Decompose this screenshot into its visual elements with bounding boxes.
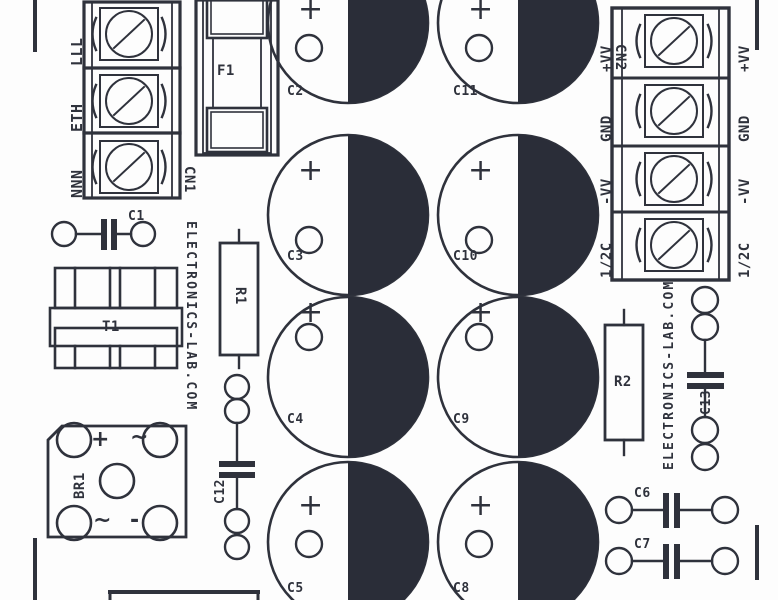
cap-c10: [436, 133, 600, 297]
resistor-r2: [603, 308, 645, 457]
watermark-right: ELECTRONICS-LAB.COM: [662, 279, 677, 470]
cn2-screw-3: [635, 152, 713, 206]
cap-c3: [266, 133, 430, 297]
cn1-ref-designator: CN1: [181, 166, 197, 193]
cap-c7: [604, 544, 740, 579]
r1-ref-designator: R1: [232, 287, 248, 305]
cap-c8: [436, 460, 600, 600]
cap-c9: [436, 295, 600, 459]
c12-ref-designator: C12: [213, 479, 228, 504]
cn2-pin-label-left-gnd: GND: [599, 115, 615, 142]
c11-ref-designator: C11: [453, 84, 478, 99]
c9-ref-designator: C9: [453, 412, 470, 427]
cap-c1: [50, 219, 157, 250]
cap-c12: [219, 373, 255, 561]
c4-polarity-plus: +: [298, 295, 324, 330]
c3-ref-designator: C3: [287, 249, 304, 264]
cn2-pin-label-right-pvv: +VV: [737, 45, 753, 72]
cap-c5: [266, 460, 430, 600]
f1-ref-designator: F1: [217, 63, 235, 79]
board-outline: [33, 0, 759, 600]
: [194, 0, 280, 157]
connector-cn1: [82, 0, 182, 200]
cn2-pin-label-right-gnd: GND: [737, 115, 753, 142]
c8-polarity-plus: +: [468, 488, 494, 523]
cap-c2: [266, 0, 430, 105]
br1-pin-minus: -: [130, 508, 140, 533]
c4-ref-designator: C4: [287, 412, 304, 427]
cn1-pin-label-lll: LLL: [68, 37, 86, 66]
cn1-screw-3: [91, 140, 167, 194]
cn1-pin-label-eth: ETH: [68, 103, 86, 132]
cap-c4: [266, 295, 430, 459]
cn1-screw-2: [91, 74, 167, 128]
c2-polarity-plus: +: [298, 0, 324, 27]
br1-pin-ac-top: ~: [130, 424, 149, 449]
bridge-rectifier-br1: [46, 421, 188, 542]
c3-polarity-plus: +: [298, 153, 324, 188]
c5-ref-designator: C5: [287, 581, 304, 596]
c10-polarity-plus: +: [468, 153, 494, 188]
transformer-t1: [48, 266, 184, 370]
resistor-r1: [218, 228, 260, 370]
cn2-ref-designator: CN2: [612, 44, 628, 71]
cap-c6: [604, 493, 740, 528]
c5-polarity-plus: +: [298, 488, 324, 523]
c13-ref-designator: C13: [699, 390, 714, 415]
cn2-pin-label-right-nvv: -VV: [737, 178, 753, 205]
cap-c11: [436, 0, 600, 105]
t1-ref-designator: T1: [102, 319, 120, 335]
r2-ref-designator: R2: [614, 374, 632, 390]
electrolytic-column-1: [266, 0, 430, 600]
watermark-left: ELECTRONICS-LAB.COM: [183, 221, 198, 412]
c11-polarity-plus: +: [468, 0, 494, 27]
bottom-partial-outlines: [108, 590, 260, 600]
c2-ref-designator: C2: [287, 84, 304, 99]
c7-ref-designator: C7: [634, 537, 651, 552]
c6-ref-designator: C6: [634, 486, 651, 501]
c1-ref-designator: C1: [128, 209, 145, 224]
c10-ref-designator: C10: [453, 249, 478, 264]
br1-pin-ac-bottom: ~: [93, 507, 112, 532]
cap-c13: [687, 285, 724, 472]
br1-ref-designator: BR1: [72, 472, 88, 499]
cn2-pin-label-left-nvv: -VV: [599, 178, 615, 205]
cn2-screw-1: [635, 14, 713, 68]
connector-cn2: [610, 6, 731, 282]
br1-pin-plus: +: [91, 427, 110, 452]
cn1-screw-1: [91, 7, 167, 61]
cn2-pin-label-left-halfc: 1/2C: [599, 242, 615, 278]
cn1-pin-label-nnn: NNN: [68, 169, 86, 198]
cn2-screw-4: [635, 218, 713, 272]
c9-polarity-plus: +: [468, 295, 494, 330]
cn2-screw-2: [635, 84, 713, 138]
electrolytic-column-2: [436, 0, 600, 600]
cn2-pin-label-right-halfc: 1/2C: [737, 242, 753, 278]
c8-ref-designator: C8: [453, 581, 470, 596]
